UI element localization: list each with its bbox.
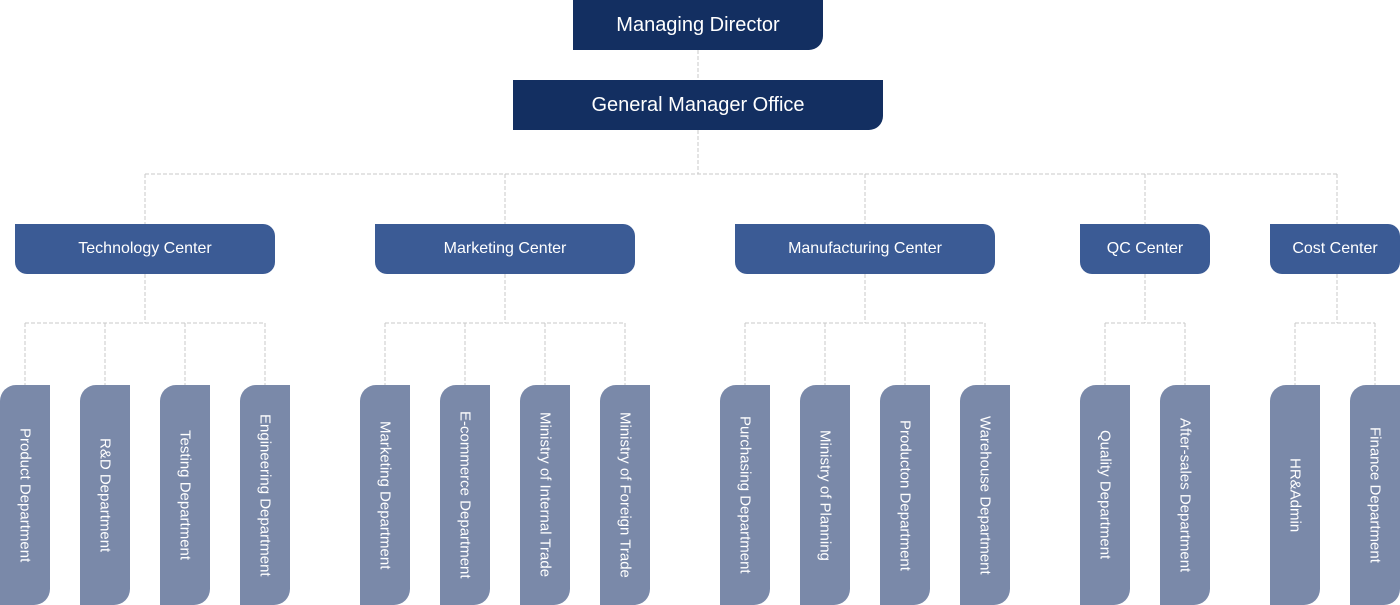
department-box: E-commerce Department — [440, 385, 490, 605]
department-box: Marketing Department — [360, 385, 410, 605]
department-box: After-sales Department — [1160, 385, 1210, 605]
department-box: Ministry of Foreign Trade — [600, 385, 650, 605]
marketing-center-box: Marketing Center — [375, 224, 635, 274]
cost-center-box: Cost Center — [1270, 224, 1400, 274]
department-box: Ministry of Planning — [800, 385, 850, 605]
technology-center-box: Technology Center — [15, 224, 275, 274]
qc-center-box: QC Center — [1080, 224, 1210, 274]
department-box: Warehouse Department — [960, 385, 1010, 605]
department-box: Producton Department — [880, 385, 930, 605]
department-box: R&D Department — [80, 385, 130, 605]
manufacturing-center-box: Manufacturing Center — [735, 224, 995, 274]
department-box: Ministry of Internal Trade — [520, 385, 570, 605]
department-box: Engineering Department — [240, 385, 290, 605]
department-box: Quality Department — [1080, 385, 1130, 605]
department-box: Finance Department — [1350, 385, 1400, 605]
department-box: Product Department — [0, 385, 50, 605]
managing-director-box: Managing Director — [573, 0, 823, 50]
general-manager-office-box: General Manager Office — [513, 80, 883, 130]
department-box: HR&Admin — [1270, 385, 1320, 605]
department-box: Purchasing Department — [720, 385, 770, 605]
department-box: Testing Department — [160, 385, 210, 605]
